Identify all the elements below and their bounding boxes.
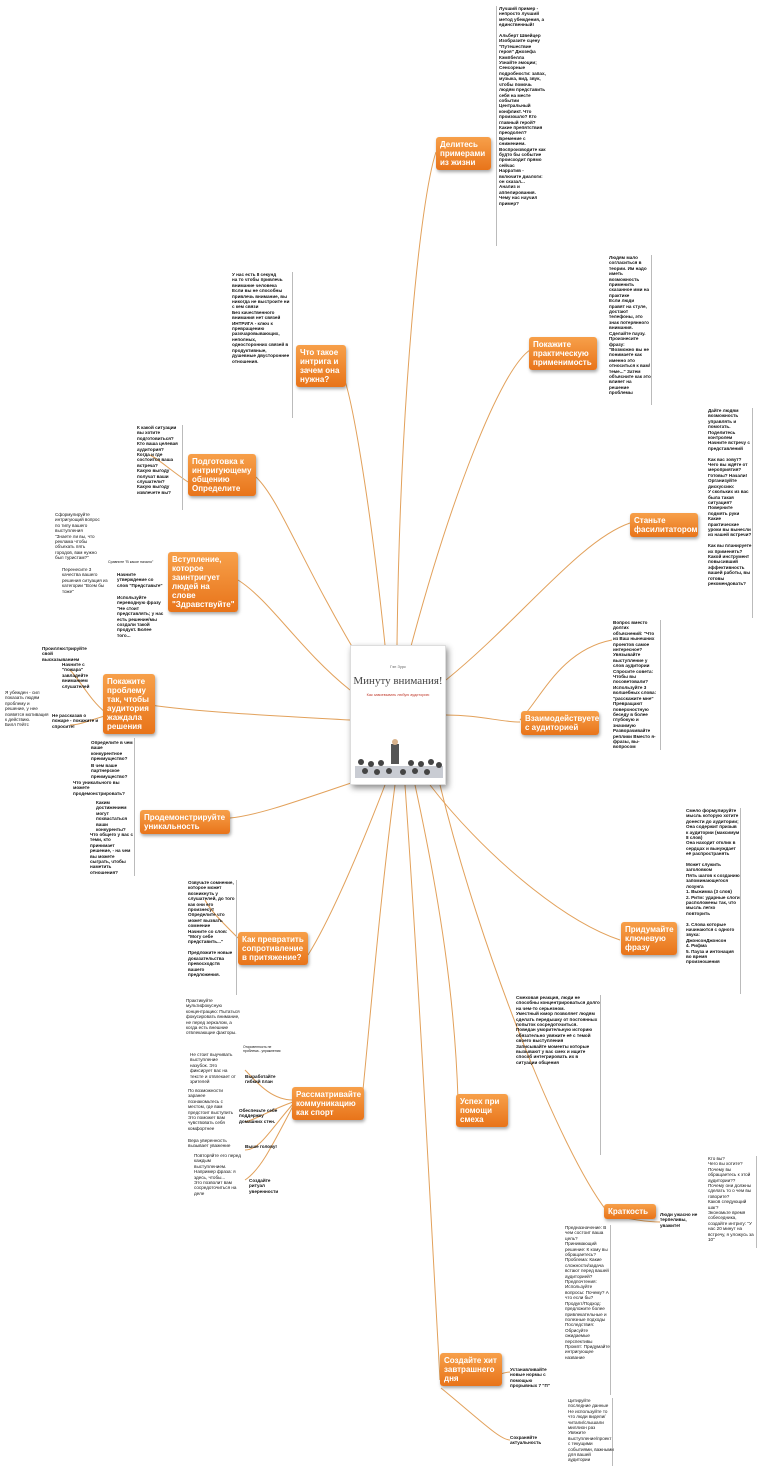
note-bar — [612, 1398, 613, 1466]
note-bar — [182, 425, 183, 510]
sport-desc-0: Не стоит выучивать выступление назубок. … — [190, 1052, 236, 1085]
note-intro-left: Сформулируйте интригующий вопрос по типу… — [55, 512, 100, 561]
branch-practical[interactable]: Покажите практическую применимость — [529, 337, 597, 370]
note-sport-small: Откровенность не проблема - упражнения — [243, 1045, 281, 1053]
branch-brevity[interactable]: Краткость — [604, 1204, 656, 1219]
branch-examples[interactable]: Делитесь примерами из жизни — [436, 137, 491, 170]
note-interact: Вопрос вместо долгих объяснений: "Что из… — [613, 620, 657, 750]
sport-desc-1: По возможности заранее познакомьтесь с м… — [188, 1088, 234, 1131]
branch-keyphrase[interactable]: Придумайте ключевую фразу — [621, 922, 677, 955]
sport-item-0: Выработайте гибкий план — [245, 1074, 276, 1085]
unique-item-2: Что уникального вы можете продемонстриро… — [73, 780, 125, 796]
center-book-cover: Гэн Зурс Минуту внимания! Как завоевыват… — [350, 645, 446, 785]
sport-desc-3: Повторяйте его перед каждым выступлением… — [194, 1153, 241, 1196]
note-bar — [752, 408, 753, 618]
note-examples: Лучший пример - непросто лучший метод уб… — [499, 6, 546, 206]
note-bar — [740, 808, 741, 994]
problem-item-0: Начните с "пожара" завладейте вниманием … — [62, 662, 90, 689]
note-tomorrow-top: Предназначение: В чем состоит ваша цель?… — [565, 1225, 610, 1360]
note-problem-top: Проиллюстрируйте свой высказыванием — [42, 646, 87, 662]
note-practical: Людям мало согласиться в теории. Им надо… — [609, 255, 651, 396]
note-brevity: Кто вы? Чего вы хотите? Почему вы обраща… — [708, 1156, 754, 1243]
branch-problem[interactable]: Покажите проблему так, чтобы аудитория ж… — [103, 674, 155, 734]
sport-desc-2: Вера уверенность вызывает уважение — [188, 1138, 231, 1149]
branch-intrigue[interactable]: Что такое интрига и зачем она нужна? — [296, 345, 346, 387]
note-intrigue: У нас есть 8 секунд на то чтобы привлечь… — [232, 272, 290, 364]
sport-item-1: Обеспечьте себе поддержку домашних стен. — [239, 1108, 278, 1124]
tomorrow-item-1: Сохраняйте актуальность — [510, 1435, 542, 1446]
book-title: Минуту внимания! — [353, 675, 443, 687]
sport-item-3: Создайте ритуал уверенности — [249, 1178, 279, 1194]
note-sport-top: Практикуйте мультифокусную концентрацию:… — [186, 998, 240, 1036]
note-bar — [600, 995, 601, 1155]
note-bar — [496, 6, 497, 246]
note-resistance: Озвучьте сомнение, которое может возникн… — [188, 880, 235, 977]
note-bar — [651, 255, 652, 405]
tomorrow-desc-1: Цитируйте последние данные Не используйт… — [568, 1398, 614, 1463]
note-prepare: К какой ситуации вы хотите подготовиться… — [137, 425, 178, 495]
note-humor: Смеховая реакция, люди не способны конце… — [516, 995, 600, 1065]
note-problem-left: Я убежден - сил показать людям проблему … — [5, 690, 49, 728]
tomorrow-item-0: Устанавливайте новые нормы с помощью про… — [510, 1367, 550, 1389]
unique-item-3: Каким достижением могут похвастаться ваш… — [96, 800, 128, 833]
note-intro-left2: Перенесите 3 качества вашего решения сит… — [62, 567, 108, 594]
branch-resistance[interactable]: Как превратить сопротивление в притяжени… — [238, 932, 308, 965]
unique-item-4: Что общего у вас с теми, кто принимает р… — [90, 832, 134, 875]
note-bar — [610, 1225, 611, 1395]
note-bar — [236, 880, 237, 995]
intro-item-0: Начните утверждение со слов "Представьте… — [117, 572, 163, 588]
branch-sport[interactable]: Рассматривайте коммуникацию как спорт — [292, 1087, 364, 1120]
branch-interact[interactable]: Взаимодействуете с аудиторией — [521, 711, 599, 735]
branch-intro[interactable]: Вступление, которое заинтригует людей на… — [168, 552, 238, 612]
branch-humor[interactable]: Успех при помощи смеха — [456, 1094, 508, 1127]
branch-facilitator[interactable]: Станьте фасилитатором — [630, 513, 698, 537]
unique-item-1: В чем ваше партнерское преимущество? — [91, 763, 128, 779]
note-bar — [134, 738, 135, 876]
branch-unique[interactable]: Продемонстрируйте уникальность — [140, 810, 230, 834]
note-bar — [292, 272, 293, 418]
book-author: Гэн Зурс — [389, 664, 407, 669]
note-keyphrase: Смело формулируйте мысль которую хотите … — [686, 808, 740, 965]
unique-item-0: Определите в чем ваше конкурентное преим… — [91, 740, 133, 762]
branch-prepare[interactable]: Подготовка к интригующему общению Опреде… — [188, 454, 256, 496]
audience-illustration — [355, 739, 443, 778]
book-subtitle: Как завоевывать любую аудиторию — [366, 693, 430, 697]
intro-item-1: Используйте переводную фразу "Не стоит п… — [117, 595, 164, 638]
note-bar — [660, 620, 661, 750]
problem-item-1: Не рассказав о пожаре - покажите и спрос… — [52, 713, 99, 729]
branch-tomorrow[interactable]: Создайте хит завтрашнего дня — [440, 1353, 502, 1386]
note-bar — [756, 1156, 757, 1248]
note-facilitator: Дайте людям возможность управлять и помо… — [708, 408, 752, 586]
sport-item-2: Выше голову! — [245, 1144, 277, 1149]
brevity-item: Люди ужасно не терпеливы, уважите! — [660, 1212, 698, 1228]
note-intro-small: Сравните "В какое начало" — [108, 560, 154, 564]
